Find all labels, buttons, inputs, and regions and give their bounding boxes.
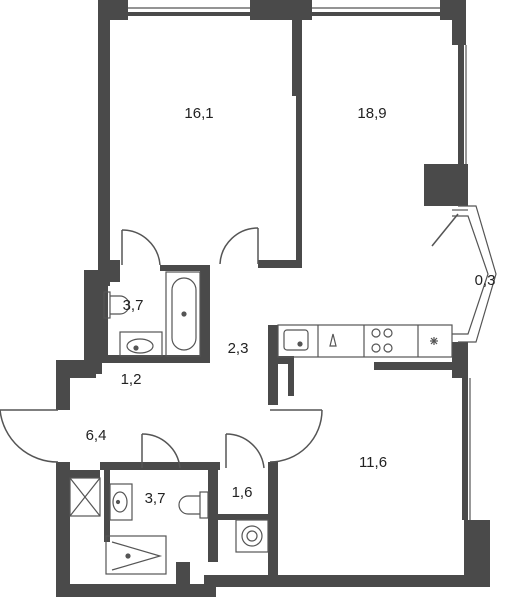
sink-icon: [109, 483, 133, 521]
sink-icon: [283, 329, 337, 351]
toilet-icon: [103, 291, 130, 319]
room-area-2-3: 2,3: [228, 340, 249, 357]
bathtub-icon: [165, 271, 201, 357]
toilet-icon: [178, 491, 209, 519]
stove-icon: [371, 328, 393, 353]
fridge-icon: [430, 337, 438, 345]
door-icon: [0, 213, 459, 469]
sink-icon: [119, 331, 163, 357]
walls: [56, 0, 490, 597]
room-area-1-6: 1,6: [232, 484, 253, 501]
shower-icon: [69, 477, 101, 517]
room-area-18-9: 18,9: [357, 105, 386, 122]
room-area-11-6: 11,6: [359, 454, 387, 471]
room-area-6-4: 6,4: [86, 427, 107, 444]
room-area-3-7-top: 3,7: [123, 297, 144, 314]
kitchen-counter: [277, 324, 453, 358]
room-area-0-3: 0,3: [475, 272, 496, 289]
sink-icon: [105, 535, 167, 575]
room-area-1-2: 1,2: [121, 371, 142, 388]
washing-machine-icon: [235, 519, 269, 553]
room-area-16-1: 16,1: [184, 105, 213, 122]
window-icon: [128, 7, 497, 520]
room-area-3-7-bottom: 3,7: [145, 490, 166, 507]
